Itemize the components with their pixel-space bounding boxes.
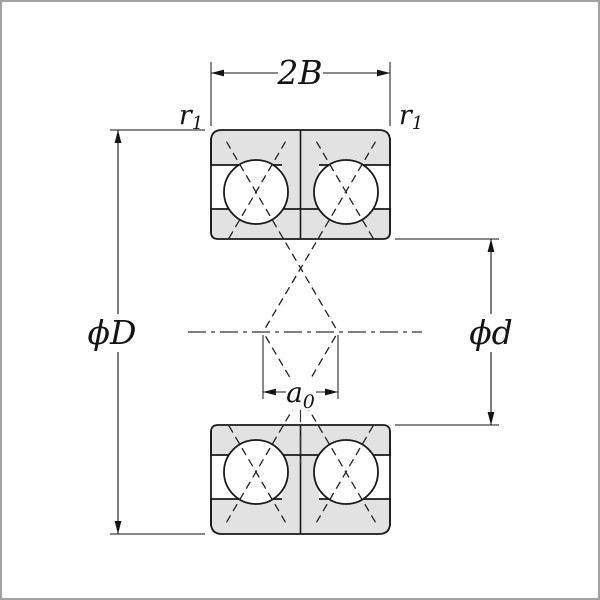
bearing-side-faces: [210, 138, 391, 526]
label-corner-radius-right: r1: [399, 100, 423, 134]
label-backgrounds: [86, 54, 516, 410]
label-outer-diameter: ϕD: [88, 313, 137, 352]
label-bore-diameter: ϕd: [469, 313, 513, 352]
center-lines: [188, 331, 422, 464]
extension-lines: [110, 62, 499, 535]
contact-angle-lines: [225, 141, 377, 523]
label-load-center-distance: a0: [286, 376, 315, 413]
label-corner-radius-left: r1: [179, 100, 203, 134]
label-width-2b: 2B: [276, 53, 322, 92]
